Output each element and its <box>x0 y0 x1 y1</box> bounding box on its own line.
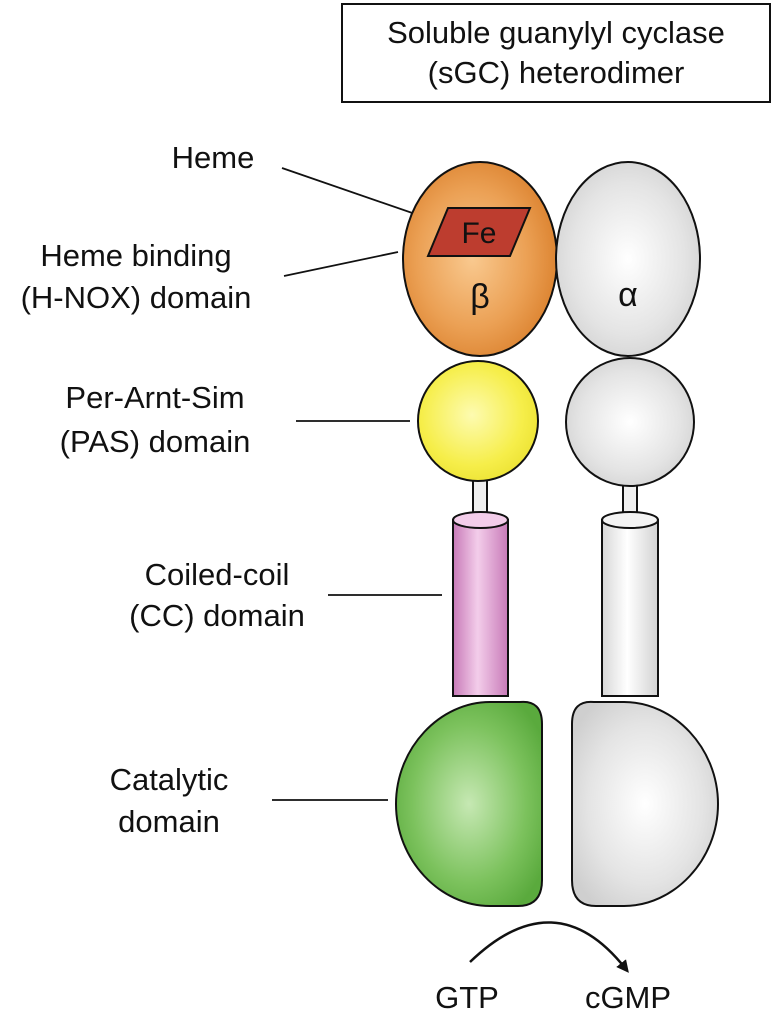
title-line-2: (sGC) heterodimer <box>428 55 685 90</box>
beta-hnox-domain <box>402 161 558 357</box>
iron-label: Fe <box>461 217 496 250</box>
pas-label-line-1: Per-Arnt-Sim <box>65 380 244 415</box>
alpha-cc-domain <box>601 511 659 697</box>
substrate-label: GTP <box>435 980 499 1014</box>
title-box: Soluble guanylyl cyclase (sGC) heterodim… <box>341 3 771 103</box>
catalytic-label-line-2: domain <box>118 804 220 839</box>
alpha-cc-top <box>601 511 659 529</box>
catalytic-label-line-1: Catalytic <box>110 762 229 797</box>
reaction-arrow <box>469 921 629 973</box>
beta-catalytic-domain <box>394 700 543 907</box>
alpha-catalytic-domain <box>571 700 720 907</box>
title-line-1: Soluble guanylyl cyclase <box>387 15 725 50</box>
domain-labels: Heme Heme binding (H-NOX) domain Per-Arn… <box>21 140 305 839</box>
alpha-hnox-domain <box>555 161 701 357</box>
heme-label: Heme <box>172 140 255 175</box>
alpha-cc-body <box>601 519 659 697</box>
beta-cc-domain <box>452 511 509 697</box>
hnox-label-line-1: Heme binding <box>40 238 231 273</box>
alpha-pas-domain <box>565 357 695 487</box>
hnox-label-line-2: (H-NOX) domain <box>21 280 252 315</box>
title-frame <box>341 3 771 103</box>
beta-label: β <box>470 278 490 316</box>
pas-label-line-2: (PAS) domain <box>60 424 251 459</box>
beta-subunit: Fe β <box>394 161 558 907</box>
heme-icon <box>426 207 532 257</box>
cc-label-line-2: (CC) domain <box>129 598 305 633</box>
alpha-label: α <box>618 276 638 314</box>
cc-label-line-1: Coiled-coil <box>145 557 290 592</box>
reaction: GTP cGMP <box>435 921 671 1014</box>
heme-group: Fe <box>426 207 532 257</box>
beta-cc-top <box>452 511 509 529</box>
beta-cc-body <box>452 519 509 697</box>
beta-pas-domain <box>417 360 539 482</box>
alpha-subunit: α <box>555 161 720 907</box>
product-label: cGMP <box>585 980 671 1014</box>
hnox-leader-line <box>283 251 399 277</box>
